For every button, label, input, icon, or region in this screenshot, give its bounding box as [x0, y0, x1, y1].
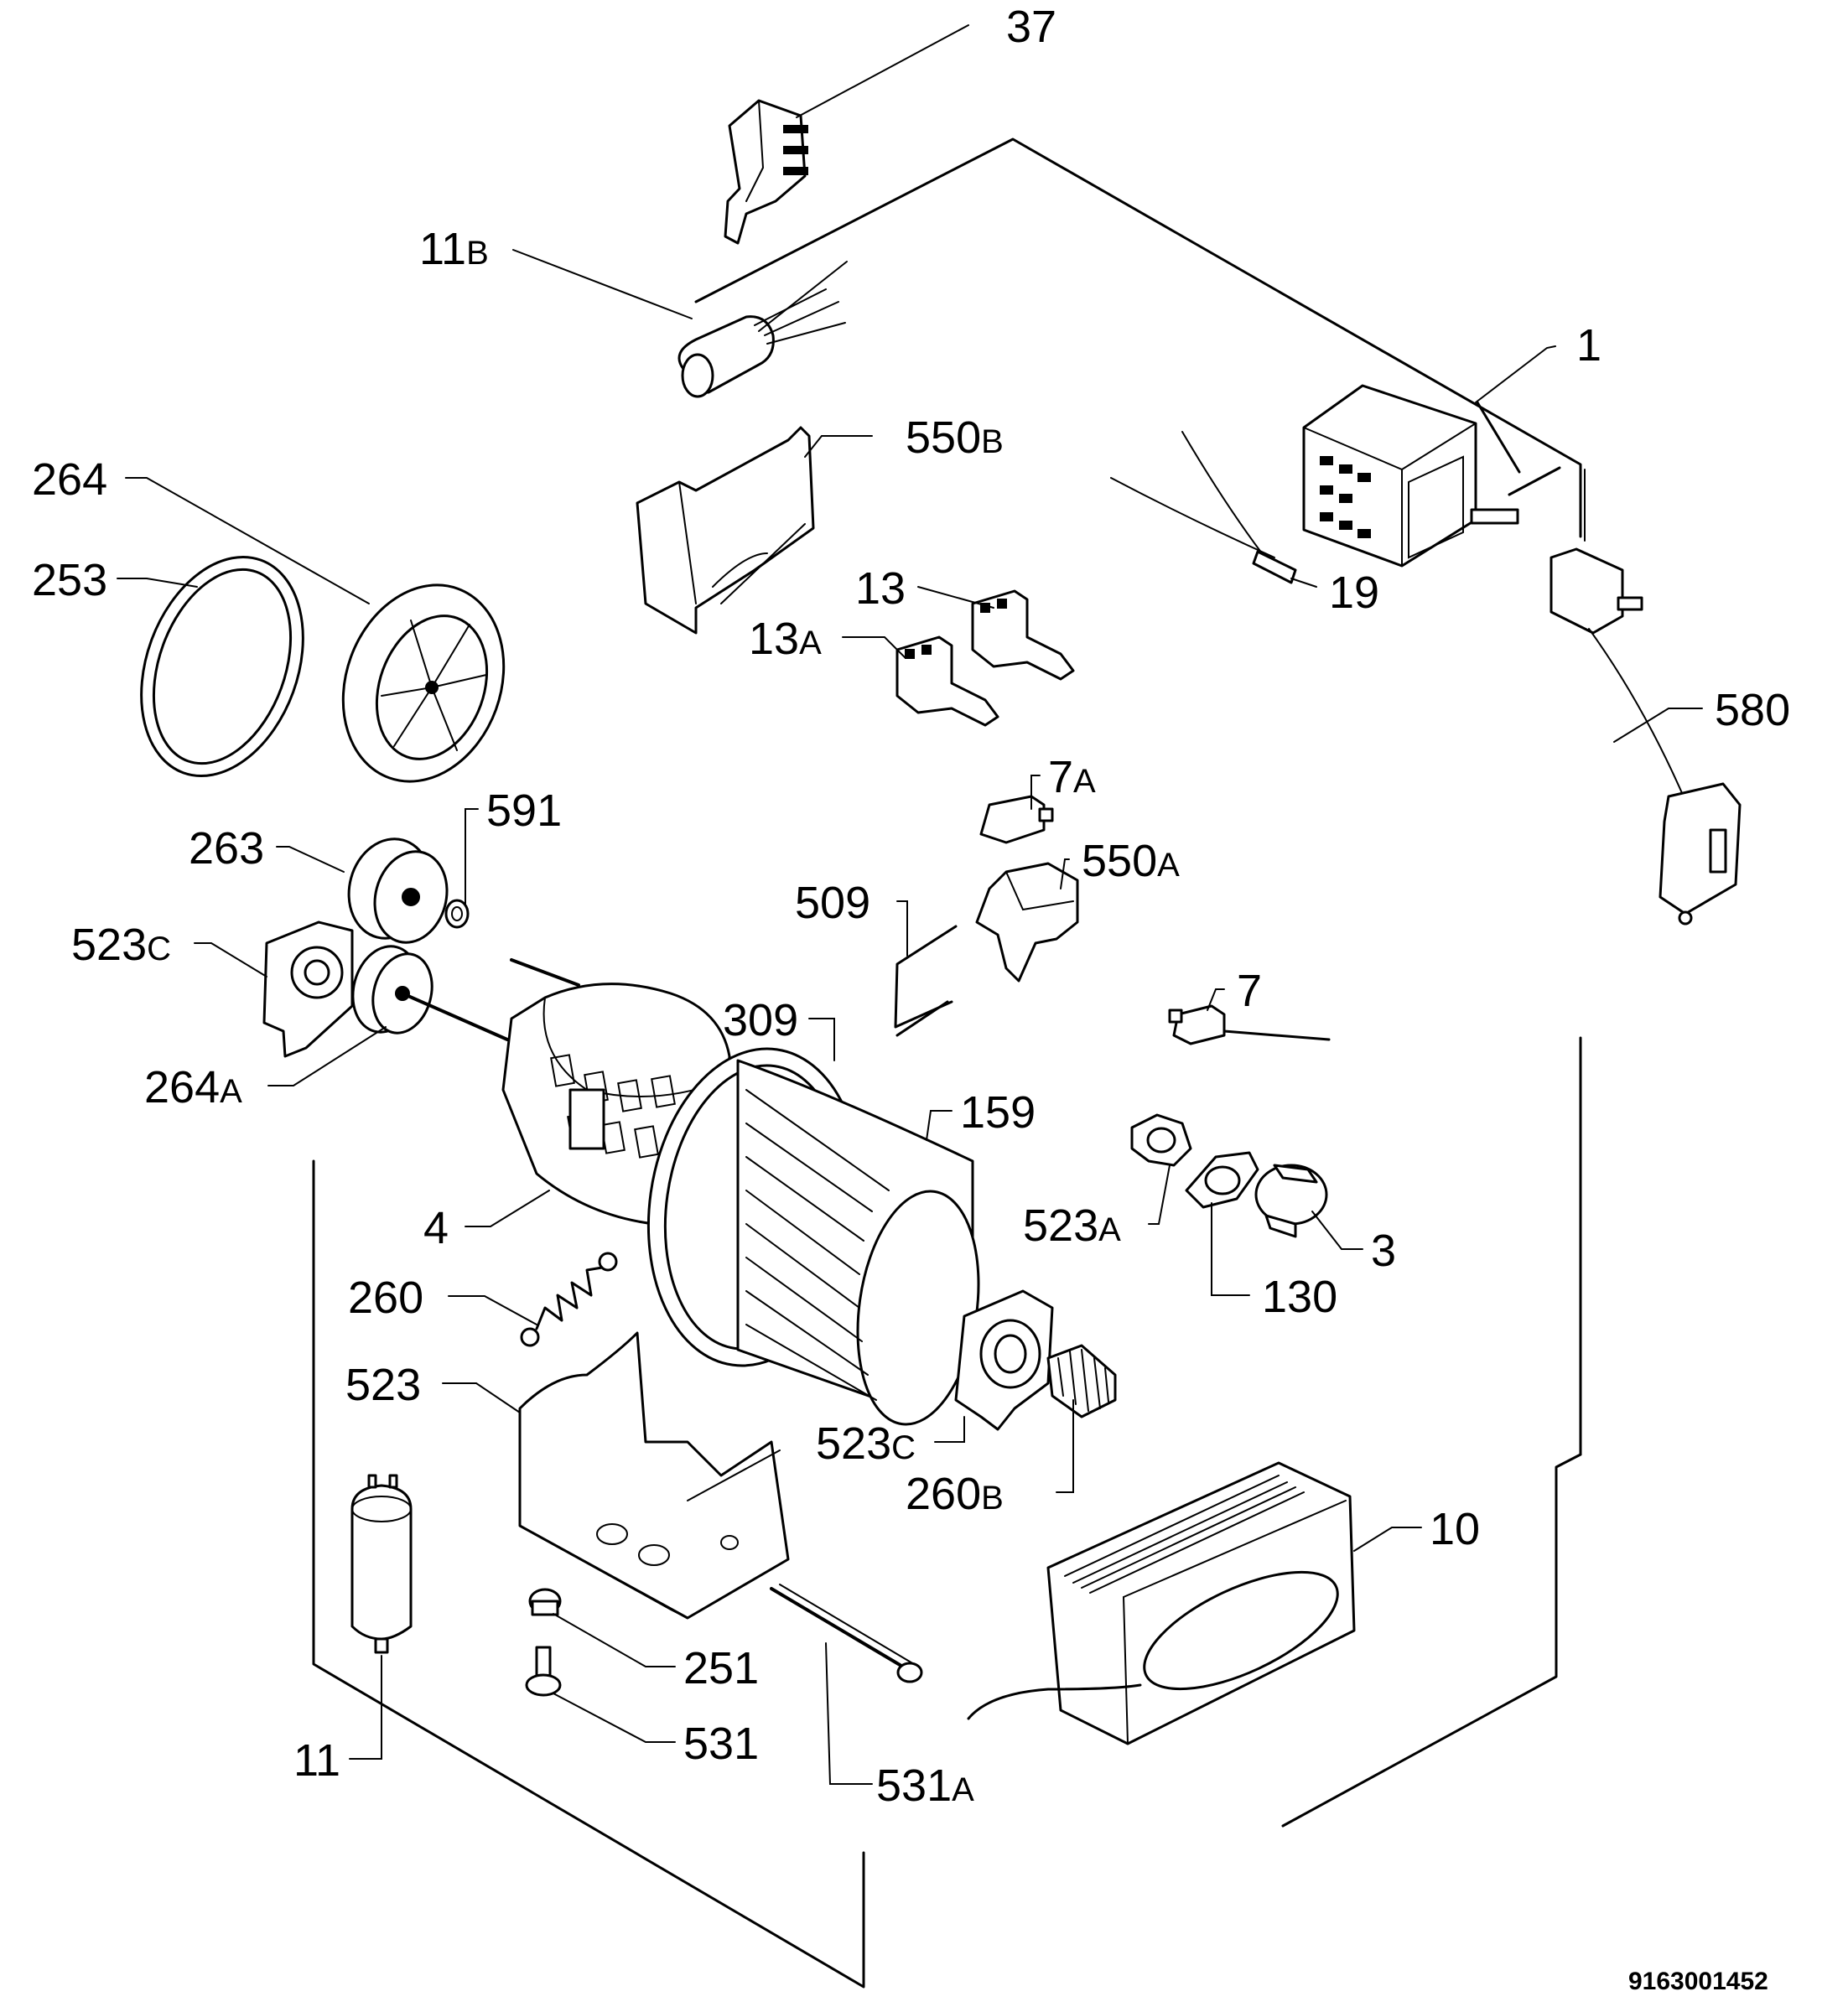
label-11: 11 — [293, 1735, 340, 1786]
part-253-belt — [140, 555, 304, 778]
part-13a-connector — [895, 635, 999, 727]
part-251-nut — [528, 1588, 562, 1616]
part-13-connector — [971, 589, 1075, 681]
label-253: 253 — [32, 555, 107, 605]
label-523c-bottom: 523C — [816, 1418, 916, 1469]
part-531a-long-bolt — [770, 1584, 923, 1683]
part-580-switch — [1550, 547, 1742, 926]
part-10-heater — [967, 1461, 1356, 1745]
label-10: 10 — [1430, 1504, 1480, 1554]
part-7-micro-switch — [1168, 1004, 1331, 1045]
label-263: 263 — [189, 823, 264, 874]
part-3-thermostat — [1254, 1164, 1328, 1238]
part-523c-top-bracket — [262, 920, 354, 1058]
label-7a: 7A — [1048, 752, 1096, 802]
part-531-screw — [525, 1646, 562, 1697]
label-11b: 11B — [419, 224, 489, 274]
part-260b-spring — [1046, 1344, 1117, 1418]
part-591-washer — [444, 899, 470, 929]
label-4: 4 — [423, 1203, 449, 1253]
label-264a: 264A — [144, 1062, 242, 1112]
label-251: 251 — [683, 1643, 759, 1693]
label-13a: 13A — [749, 614, 822, 664]
part-523-cradle-bracket — [518, 1331, 790, 1620]
part-130-gasket — [1185, 1151, 1259, 1209]
label-19: 19 — [1329, 568, 1379, 618]
part-264-fan-wheel — [341, 583, 506, 783]
label-3: 3 — [1371, 1226, 1396, 1276]
label-550a: 550A — [1082, 836, 1180, 886]
label-523c-top: 523C — [71, 920, 171, 970]
label-37: 37 — [1006, 2, 1056, 52]
label-550b: 550B — [906, 412, 1004, 463]
label-1: 1 — [1576, 320, 1601, 371]
label-260: 260 — [348, 1273, 423, 1323]
part-509-wire-spring — [894, 925, 958, 1037]
leader-lines — [117, 24, 1703, 1785]
reference-number: 9163001452 — [1628, 1968, 1768, 1995]
part-7a-micro-switch — [979, 795, 1054, 844]
part-550b-duct-panel — [636, 426, 815, 635]
label-523: 523 — [345, 1360, 421, 1410]
part-523c-bottom-bracket — [954, 1289, 1054, 1431]
label-159: 159 — [960, 1087, 1036, 1138]
part-550a-holder — [975, 862, 1079, 983]
part-263-pulley — [347, 837, 449, 944]
label-509: 509 — [795, 878, 870, 928]
part-264a-drive-pulley — [351, 945, 433, 1035]
label-130: 130 — [1262, 1272, 1337, 1322]
label-7: 7 — [1237, 966, 1262, 1016]
part-19-sensor — [1110, 431, 1297, 584]
label-260b: 260B — [906, 1469, 1004, 1519]
part-1-timer — [1302, 384, 1519, 568]
part-260-spring — [520, 1252, 618, 1347]
part-11-run-capacitor — [350, 1474, 413, 1654]
label-531: 531 — [683, 1719, 759, 1769]
label-13: 13 — [855, 563, 906, 614]
part-37-terminal-block — [724, 99, 808, 245]
callout-labels: 37 11B 1 550B 264 253 13 13A 19 580 591 … — [32, 2, 1790, 1811]
label-531a: 531A — [876, 1760, 974, 1811]
part-523a-clip — [1130, 1113, 1192, 1167]
part-11b-capacitor — [677, 261, 848, 398]
label-591: 591 — [486, 786, 562, 836]
label-523a: 523A — [1023, 1200, 1121, 1251]
part-159-fan-drum — [736, 1059, 980, 1426]
label-580: 580 — [1715, 685, 1790, 735]
label-264: 264 — [32, 454, 107, 505]
label-309: 309 — [723, 995, 798, 1045]
appliance-frame-outline — [312, 137, 1582, 1989]
